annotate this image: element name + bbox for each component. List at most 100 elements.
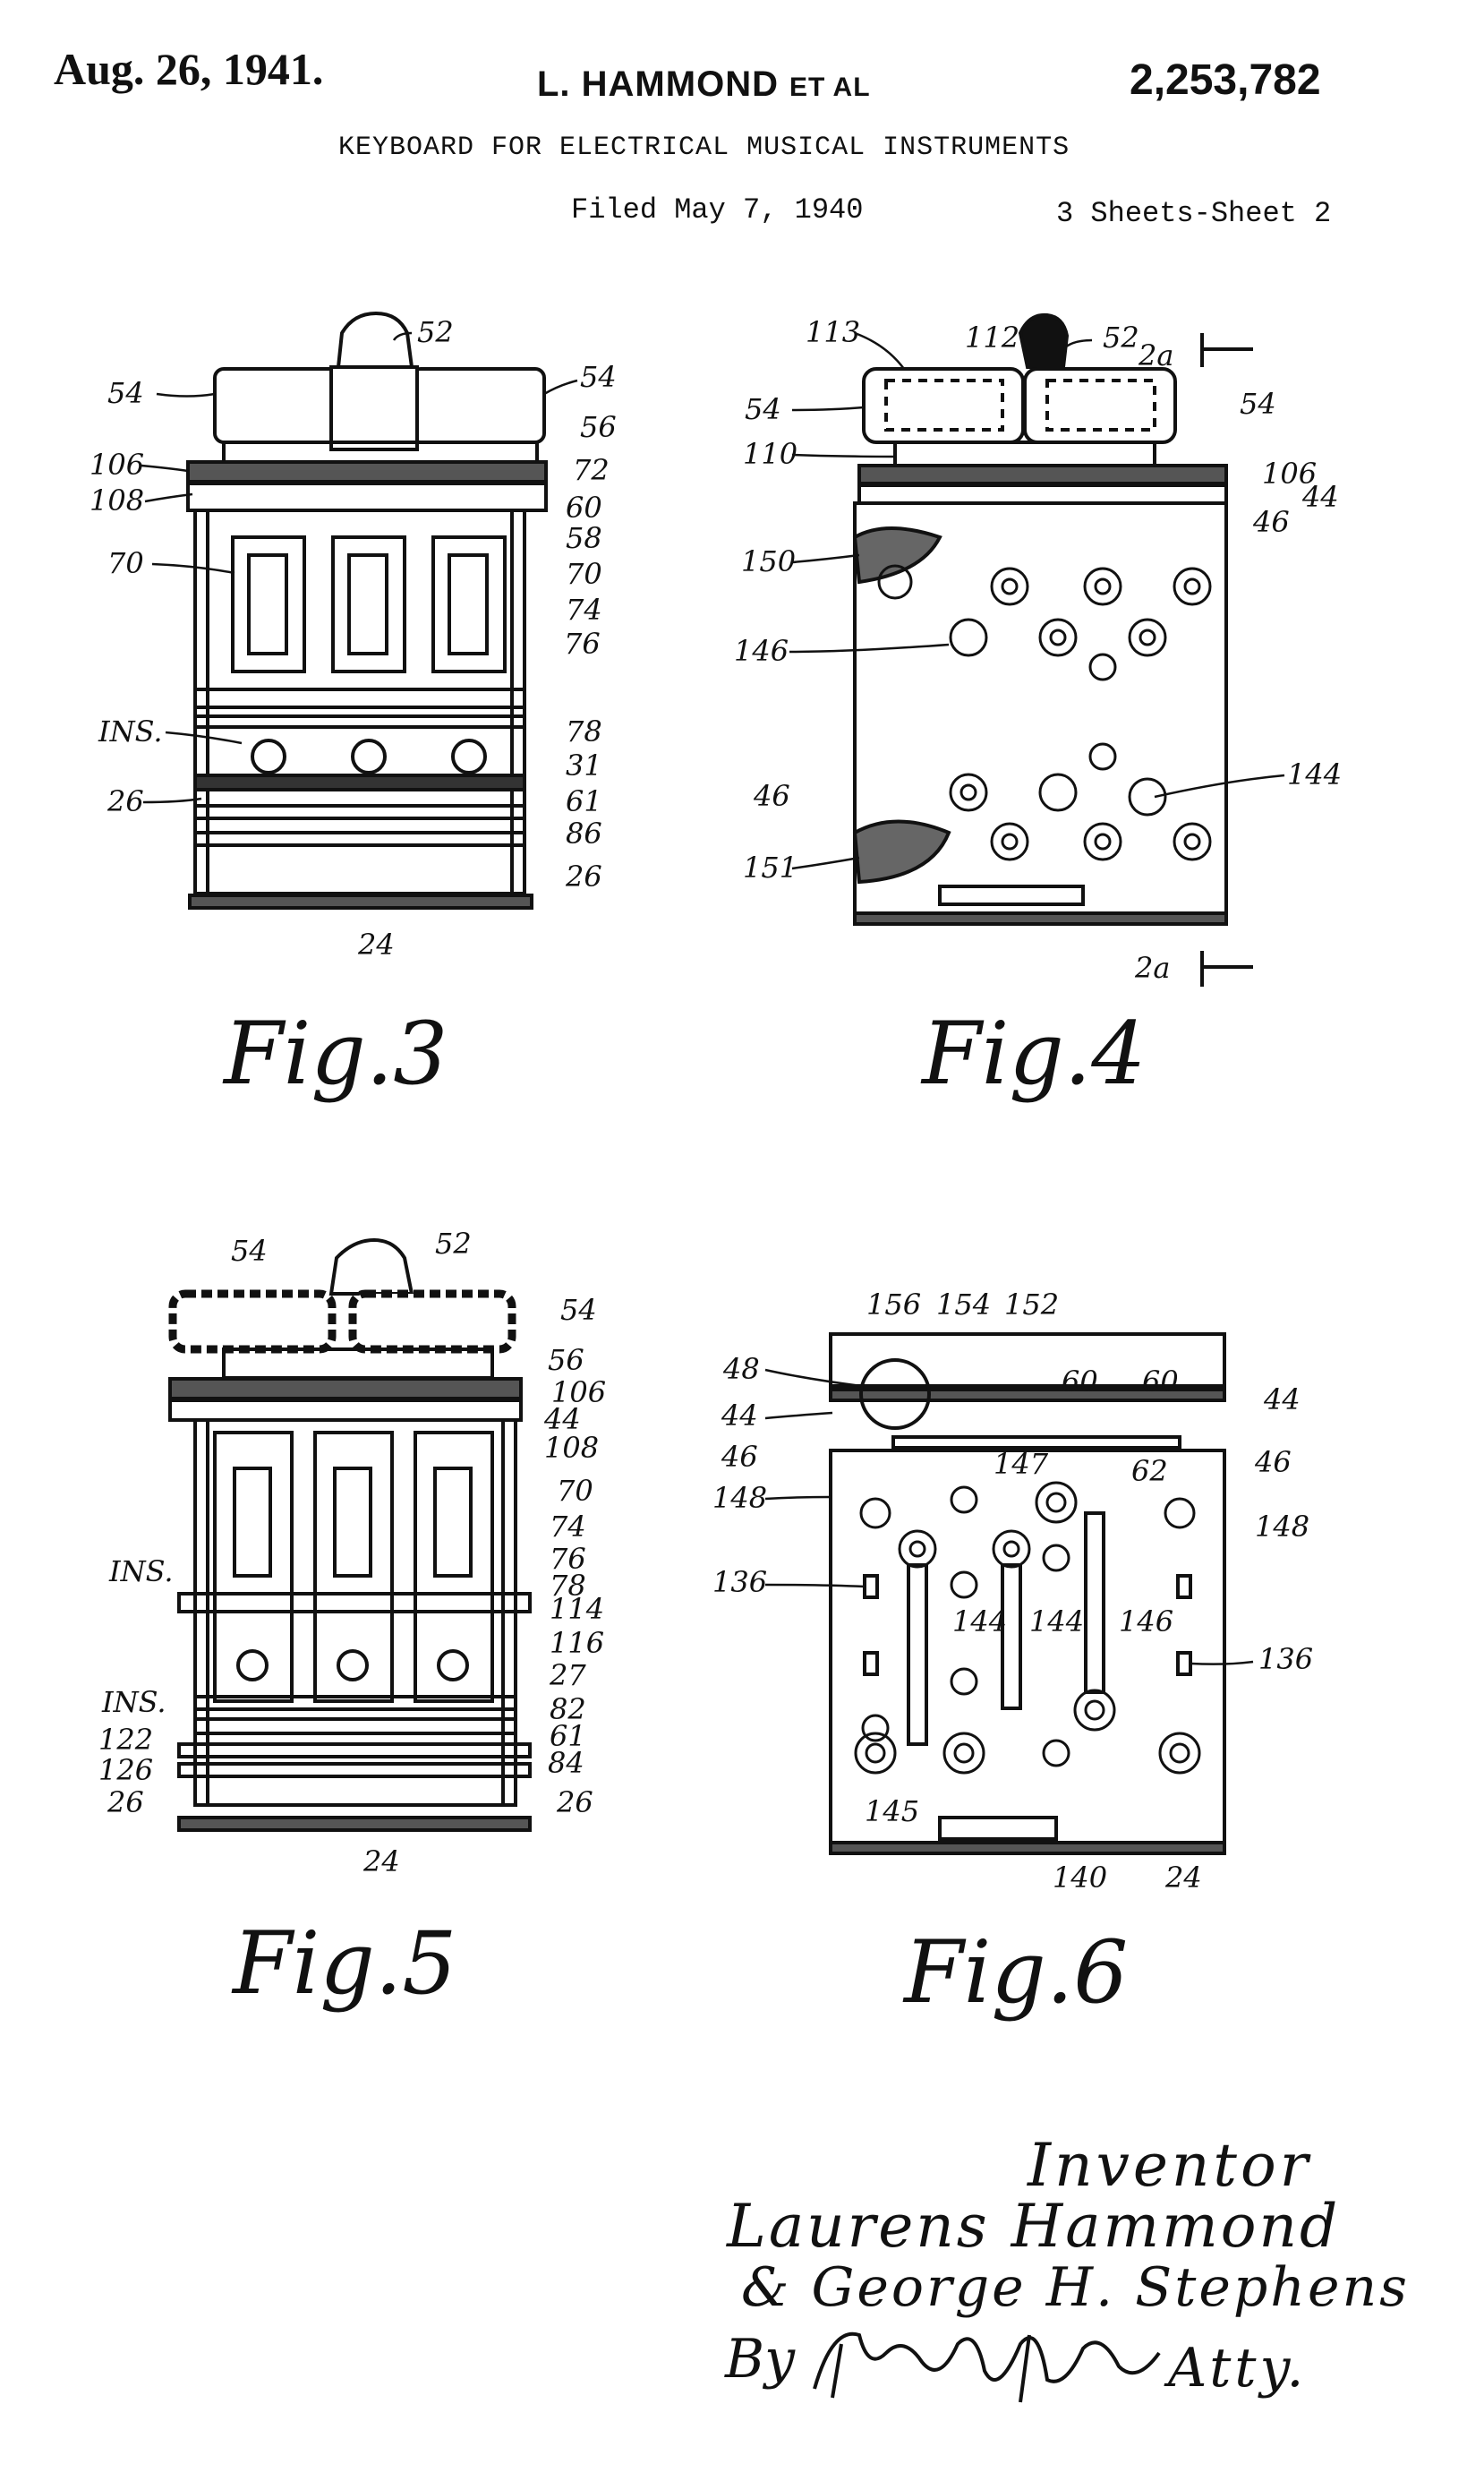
fig6-label: 136 [712,1565,767,1599]
fig5-label: 54 [231,1234,268,1268]
fig4-label: 46 [753,779,790,813]
filed-date: Filed May 7, 1940 [571,193,864,227]
fig5-label: 76 [550,1542,586,1576]
inventor-name-1: Laurens Hammond [727,2192,1341,2261]
fig5-label: 24 [362,1844,400,1878]
figure-4 [852,312,1253,987]
fig4-label: 52 [1103,321,1139,355]
fig5-caption: Fig.5 [231,1913,456,2014]
fig6-label: 148 [1255,1510,1309,1544]
fig4-label: 2a [1138,338,1173,372]
contact-bar-146 [1084,1511,1105,1694]
fig4-label: 110 [743,437,797,471]
fig5-label: 27 [549,1658,586,1692]
fig3-label: 108 [90,483,144,518]
felt-106-fig5 [168,1377,523,1400]
key-cap-fig5-right [348,1289,516,1354]
key-52-fig4 [1018,312,1070,369]
patent-title: KEYBOARD FOR ELECTRICAL MUSICAL INSTRUME… [338,133,1070,163]
patent-number: 2,253,782 [1130,56,1321,104]
fig6-label: 144 [1029,1604,1084,1638]
felt-106-fig4 [857,464,1228,485]
fig4-label: 146 [734,634,789,668]
inventor-name-2: & George H. Stephens [741,2256,1410,2319]
contact-fig5-2 [313,1431,394,1703]
fig6-label: 147 [994,1447,1049,1481]
figure-labels: 52 54 54 56 106 72 108 60 58 70 70 74 76… [90,315,1342,2023]
contact-fig5-1 [213,1431,294,1703]
fig6-label: 145 [865,1794,919,1828]
fig3-label: 26 [107,784,144,818]
fig5-label: 126 [98,1753,153,1787]
fig3-label: 60 [566,491,602,525]
fig5-label: 114 [550,1592,604,1626]
fig6-label: 148 [712,1481,767,1515]
fig5-label: 26 [556,1785,593,1819]
pivot-48 [859,1358,931,1430]
contact-fig5-3 [414,1431,494,1703]
fig4-caption: Fig.4 [920,1004,1146,1104]
fig3-label: 24 [357,928,395,962]
key-52-fig5 [328,1237,414,1296]
fig6-label: 156 [866,1288,921,1322]
fig6-label: 62 [1131,1454,1168,1488]
fig5-label: 44 [543,1402,581,1436]
fig3-label: 26 [565,860,602,894]
fig3-caption: Fig.3 [222,1004,448,1104]
inventor-title: Inventor [1028,2131,1312,2200]
fig6-label: 146 [1119,1604,1173,1638]
fig6-label: 152 [1004,1288,1059,1322]
base-24-fig3 [188,894,533,910]
base-fig4 [853,911,1228,926]
fig4-label: 54 [1240,387,1276,421]
fig5-label: INS. [101,1685,166,1719]
fig5-label: 56 [548,1343,584,1377]
key-cap-left [213,367,340,444]
patent-date: Aug. 26, 1941. [54,44,324,94]
felt-150 [852,526,942,585]
fig4-label: 54 [745,392,781,426]
fig3-label: 58 [566,521,602,555]
fig3-label: 76 [564,627,601,661]
fig6-label: 46 [1254,1445,1292,1479]
hidden-113 [884,379,1004,432]
key-cap-right [410,367,546,444]
felt-151 [852,819,951,885]
fig4-label: 106 [1262,457,1317,491]
plate-108 [186,482,548,512]
sheet-count: 3 Sheets-Sheet 2 [1056,197,1332,230]
fig4-label: 112 [965,321,1019,355]
fig6-label: 46 [721,1440,758,1474]
fig4-label: 44 [1301,480,1339,514]
fig5-label: 70 [557,1474,593,1508]
fig5-label: 108 [544,1431,599,1465]
fig6-label: 48 [722,1352,760,1386]
contact-module-1 [231,535,306,673]
inventor-name: L. HAMMOND [537,64,779,104]
rail-152 [829,1332,1226,1388]
fig6-label: 24 [1164,1861,1202,1895]
figure-6 [829,1332,1226,1855]
fig3-label: 70 [566,557,602,591]
figure-3 [186,311,548,910]
housing-fig3 [193,509,526,895]
fig3-label: 56 [580,410,617,444]
atty-label: Atty. [1168,2337,1308,2400]
fig3-label: 74 [566,593,602,627]
fig5-label: 52 [435,1227,472,1261]
fig3-label: 86 [566,817,602,851]
fig5-label: 122 [98,1723,153,1757]
contact-bar-144-a [907,1563,928,1746]
clip-140 [938,1816,1058,1841]
contact-bar-144-b [1001,1563,1022,1710]
fig3-label: 61 [566,784,602,818]
fig4-label: 150 [741,544,796,578]
fig3-label: 54 [580,360,617,394]
fig3-label: 52 [417,315,454,349]
fig4-label: 113 [806,315,860,349]
fig3-label: 78 [566,714,602,749]
fig5-label: 116 [550,1626,604,1660]
felt-strip-106 [186,460,548,483]
